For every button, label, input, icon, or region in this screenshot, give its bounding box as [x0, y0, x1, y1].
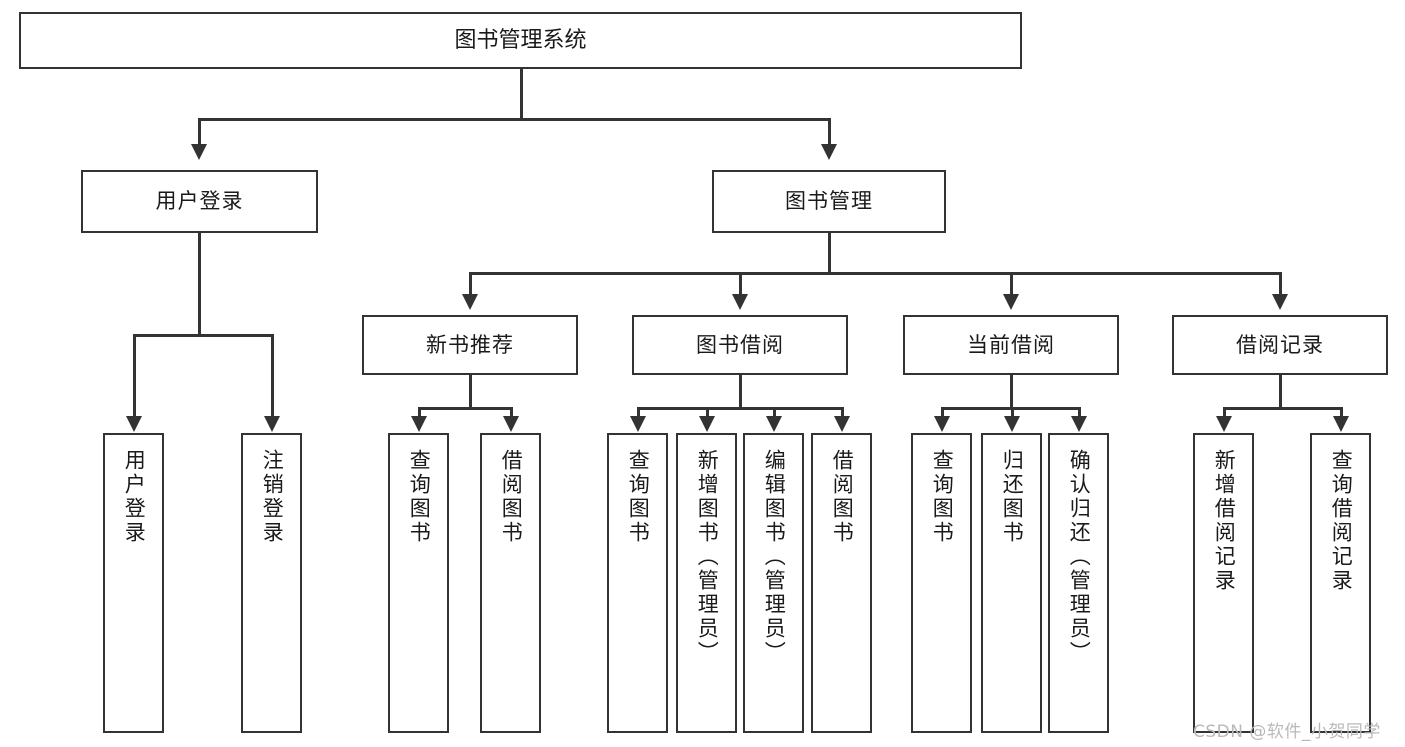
connector-drop-cb-query: [941, 407, 944, 418]
leaf-cb-query-book[interactable]: 查询图书: [911, 433, 972, 733]
connector-drop-br-query: [1340, 407, 1343, 418]
node-label: 当前借阅: [967, 332, 1055, 357]
arrowhead-cb-confirm: [1071, 416, 1087, 432]
arrowhead-br-query: [1333, 416, 1349, 432]
connector-root-stem: [520, 69, 523, 119]
arrowhead-nb-borrow: [503, 416, 519, 432]
connector-borrow-record-bus: [1223, 407, 1342, 410]
node-label: 图书管理系统: [454, 27, 587, 53]
connector-drop-bb-query: [637, 407, 640, 418]
arrowhead-leaf-logout: [264, 416, 280, 432]
arrowhead-cb-query: [934, 416, 950, 432]
leaf-br-query-record[interactable]: 查询借阅记录: [1310, 433, 1371, 733]
node-label: 用户登录: [155, 189, 244, 214]
arrowhead-br-add: [1216, 416, 1232, 432]
connector-drop-nb-query: [418, 407, 421, 418]
node-label: 新书推荐: [426, 332, 514, 357]
connector-current-borrow-bus: [941, 407, 1080, 410]
node-label: 查询借阅记录: [1329, 449, 1354, 593]
arrowhead-new-book: [462, 294, 478, 310]
node-label: 查询图书: [626, 449, 651, 545]
leaf-br-add-record[interactable]: 新增借阅记录: [1193, 433, 1254, 733]
connector-drop-book-management: [828, 118, 831, 146]
node-label: 用户登录: [122, 449, 147, 545]
connector-new-book-bus: [418, 407, 512, 410]
connector-drop-bb-lend: [841, 407, 844, 418]
connector-drop-bb-add: [706, 407, 709, 418]
node-user-login[interactable]: 用户登录: [81, 170, 318, 233]
connector-user-login-bus: [133, 334, 273, 337]
arrowhead-bb-add: [699, 416, 715, 432]
node-label: 图书管理: [785, 189, 873, 214]
leaf-cb-confirm-return-admin[interactable]: 确认归还（管理员）: [1048, 433, 1109, 733]
node-label: 查询图书: [930, 449, 955, 545]
node-label: 编辑图书（管理员）: [762, 449, 787, 665]
arrowhead-cb-return: [1004, 416, 1020, 432]
connector-drop-leaf-logout: [271, 334, 274, 418]
arrowhead-bb-query: [630, 416, 646, 432]
leaf-bb-edit-book-admin[interactable]: 编辑图书（管理员）: [743, 433, 804, 733]
connector-drop-current-borrow: [1010, 272, 1013, 296]
node-root-book-management-system[interactable]: 图书管理系统: [19, 12, 1022, 69]
leaf-bb-add-book-admin[interactable]: 新增图书（管理员）: [676, 433, 737, 733]
node-label: 借阅图书: [830, 449, 855, 545]
node-label: 新增图书（管理员）: [695, 449, 720, 665]
connector-drop-leaf-user-login: [133, 334, 136, 418]
connector-drop-br-add: [1223, 407, 1226, 418]
connector-book-borrow-stem: [739, 375, 742, 408]
leaf-user-login[interactable]: 用户登录: [103, 433, 164, 733]
connector-current-borrow-stem: [1010, 375, 1013, 408]
leaf-nb-query-book[interactable]: 查询图书: [388, 433, 449, 733]
leaf-nb-borrow-book[interactable]: 借阅图书: [480, 433, 541, 733]
connector-book-management-stem: [828, 233, 831, 273]
node-borrow-record[interactable]: 借阅记录: [1172, 315, 1388, 375]
connector-book-borrow-bus: [637, 407, 843, 410]
connector-drop-cb-confirm: [1078, 407, 1081, 418]
node-label: 归还图书: [1000, 449, 1025, 545]
node-current-borrow[interactable]: 当前借阅: [903, 315, 1119, 375]
arrowhead-current-borrow: [1003, 294, 1019, 310]
connector-user-login-stem: [198, 233, 201, 335]
node-label: 借阅记录: [1236, 332, 1324, 357]
connector-level2-bus: [469, 272, 1280, 275]
arrowhead-book-management: [821, 144, 837, 160]
node-book-management[interactable]: 图书管理: [712, 170, 946, 233]
connector-drop-nb-borrow: [510, 407, 513, 418]
node-label: 查询图书: [407, 449, 432, 545]
connector-drop-bb-edit: [773, 407, 776, 418]
arrowhead-bb-edit: [766, 416, 782, 432]
connector-drop-borrow-record: [1279, 272, 1282, 296]
node-label: 图书借阅: [696, 332, 784, 357]
node-book-borrow[interactable]: 图书借阅: [632, 315, 848, 375]
leaf-bb-lend-book[interactable]: 借阅图书: [811, 433, 872, 733]
connector-new-book-stem: [469, 375, 472, 408]
connector-drop-book-borrow: [739, 272, 742, 296]
node-new-book-recommend[interactable]: 新书推荐: [362, 315, 578, 375]
connector-drop-cb-return: [1011, 407, 1014, 418]
node-label: 借阅图书: [499, 449, 524, 545]
arrowhead-bb-lend: [834, 416, 850, 432]
csdn-watermark: CSDN @软件_小贺同学: [1193, 722, 1381, 742]
leaf-cb-return-book[interactable]: 归还图书: [981, 433, 1042, 733]
node-label: 注销登录: [260, 449, 285, 545]
leaf-logout[interactable]: 注销登录: [241, 433, 302, 733]
connector-borrow-record-stem: [1279, 375, 1282, 408]
arrowhead-leaf-user-login: [126, 416, 142, 432]
connector-drop-user-login: [198, 118, 201, 146]
arrowhead-borrow-record: [1272, 294, 1288, 310]
leaf-bb-query-book[interactable]: 查询图书: [607, 433, 668, 733]
arrowhead-user-login: [191, 144, 207, 160]
connector-level1-bus: [198, 118, 831, 121]
arrowhead-book-borrow: [732, 294, 748, 310]
connector-drop-new-book: [469, 272, 472, 296]
node-label: 新增借阅记录: [1212, 449, 1237, 593]
arrowhead-nb-query: [411, 416, 427, 432]
node-label: 确认归还（管理员）: [1067, 449, 1092, 665]
